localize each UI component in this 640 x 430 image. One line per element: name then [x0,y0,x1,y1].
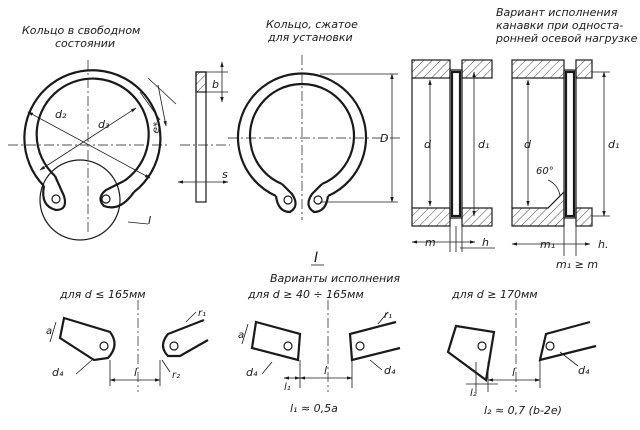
variant-3-drawing [446,300,597,392]
label-d-left: d [424,138,432,151]
label-d-right: d [524,138,532,151]
label-d1-left: d₁ [478,138,489,151]
v3-label-l2: l₂ [470,388,477,399]
v2-label-d4b: d₄ [384,364,396,377]
v1-label-d4: d₄ [52,366,64,379]
v1-label-r1: r₁ [198,308,206,319]
label-h: h [482,236,489,249]
header-free-state-1: Кольцо в свободном [22,24,140,37]
ring-side-view [177,61,230,203]
free-state-ring [8,60,177,241]
view-I-label: I [314,250,318,266]
header-variant-1: Вариант исполнения [496,6,618,19]
variants-title: Варианты исполнения [270,272,400,285]
groove-section-right [511,59,610,256]
label-angle-60: 60° [536,166,554,177]
label-m1-ge-m: m₁ ≥ m [556,258,598,271]
variant-1-drawing [49,300,209,392]
label-m: m [425,236,436,249]
label-d3: d₃ [98,118,110,131]
header-variant-2: канавки при односта- [496,19,623,32]
label-m1: m₁ [540,238,555,251]
compressed-ring [228,55,400,220]
v2-label-a: a [238,330,244,341]
label-D: D [380,132,388,145]
variant-3-condition: для d ≥ 170мм [451,288,538,301]
label-e-star: e* [150,121,164,135]
v2-label-d4: d₄ [246,366,258,379]
v2-label-r1: r₁ [384,310,392,321]
v1-label-a: a [46,326,52,337]
label-b: b [212,78,219,91]
v2-label-l: l [324,364,327,377]
variant-2-condition: для d ≥ 40 ÷ 165мм [247,288,364,301]
variant-1-condition: для d ≤ 165мм [59,288,146,301]
variant-2-formula: l₁ ≈ 0,5a [290,402,338,415]
variant-2-drawing [241,300,401,392]
label-h-dot: h. [598,238,608,251]
label-s: s [222,168,228,181]
v3-label-l: l [512,366,515,379]
header-compressed-1: Кольцо, сжатое [266,18,358,31]
v1-label-r2: r₂ [172,370,180,381]
label-d2: d₂ [55,108,67,121]
label-callout-I: I [148,214,151,227]
v1-label-l: l [134,366,137,379]
header-compressed-2: для установки [267,31,353,44]
variant-3-formula: l₂ ≈ 0,7 (b-2e) [484,404,562,417]
v2-label-l1: l₁ [284,382,291,393]
header-variant-3: ронней осевой нагрузке [495,32,638,45]
header-free-state-2: состоянии [55,37,115,50]
groove-section-left [411,59,495,252]
label-d1-right: d₁ [608,138,619,151]
v3-label-d4: d₄ [578,364,590,377]
